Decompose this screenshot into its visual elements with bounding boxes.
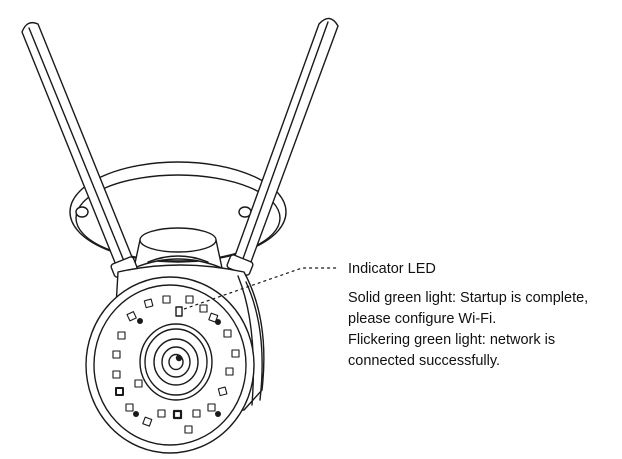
- left-antenna: [21, 21, 138, 278]
- camera-lens: [139, 323, 213, 401]
- callout-line-1: Solid green light: Startup is complete,: [348, 290, 589, 306]
- callout-line-2: please configure Wi-Fi.: [348, 311, 497, 327]
- callout-line-3: Flickering green light: network is: [348, 332, 556, 348]
- screw-dots: [133, 318, 221, 417]
- right-antenna: [226, 17, 339, 276]
- callout-line-4: connected successfully.: [348, 353, 501, 369]
- indicator-led-callout: Indicator LED Solid green light: Startup…: [348, 259, 616, 372]
- ir-led-ring: [112, 295, 240, 434]
- indicator-led: [175, 306, 183, 317]
- callout-title: Indicator LED: [348, 261, 436, 277]
